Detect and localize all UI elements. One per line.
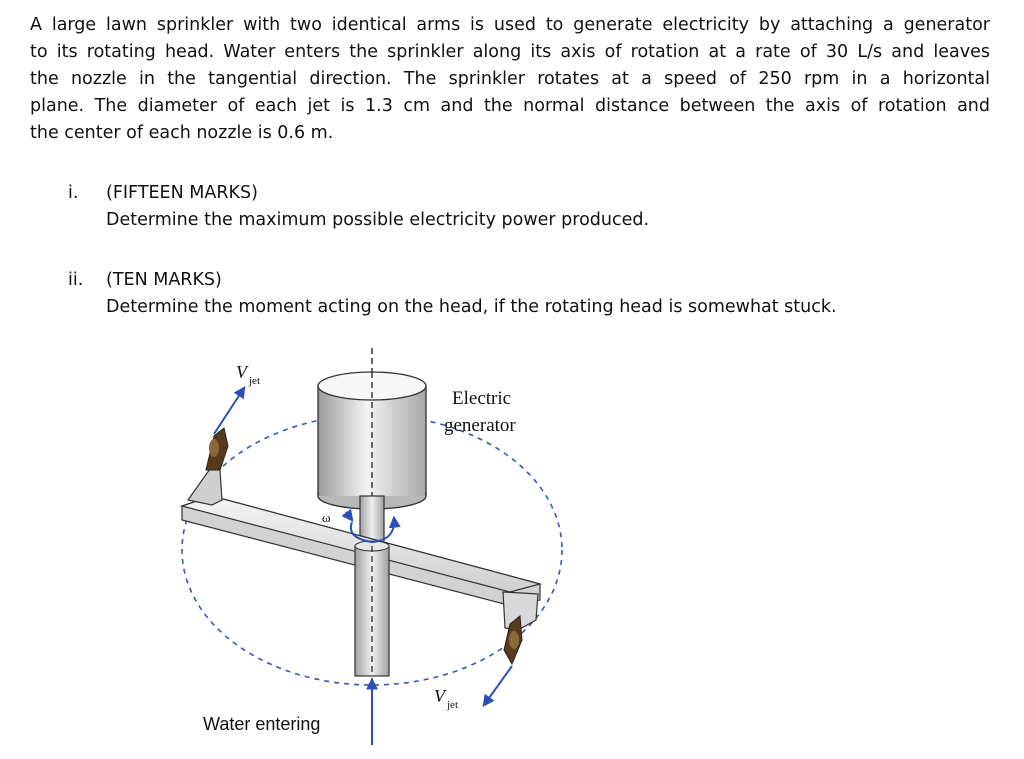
problem-line: the nozzle in the tangential direction. … [30,69,990,89]
question-marks: (TEN MARKS) [106,270,222,290]
question-text: Determine the moment acting on the head,… [106,297,837,317]
water-entering-label: Water entering [203,714,320,734]
generator-label-line2: generator [444,415,516,436]
question-number: i. [68,183,79,203]
left-nozzle [205,427,229,471]
omega-label: ω [322,510,331,525]
question-marks: (FIFTEEN MARKS) [106,183,258,203]
problem-line: the center of each nozzle is 0.6 m. [30,123,334,143]
generator-label-line1: Electric [452,388,511,409]
omega-rotation-arrow-tip-icon [341,508,354,522]
problem-line: plane. The diameter of each jet is 1.3 c… [30,96,990,116]
right-jet-arrow-icon [482,665,513,707]
problem-line: A large lawn sprinkler with two identica… [30,15,990,35]
question-text: Determine the maximum possible electrici… [106,210,650,230]
problem-statement: A large lawn sprinkler with two identica… [30,12,990,147]
lower-shaft [354,540,390,677]
question-number: ii. [68,270,84,290]
right-nozzle [503,615,523,666]
left-jet-arrow-icon [213,385,246,435]
generator-cylinder [317,371,427,510]
omega-rotation-arrow-icon [350,515,401,544]
problem-line: to its rotating head. Water enters the s… [30,42,990,62]
